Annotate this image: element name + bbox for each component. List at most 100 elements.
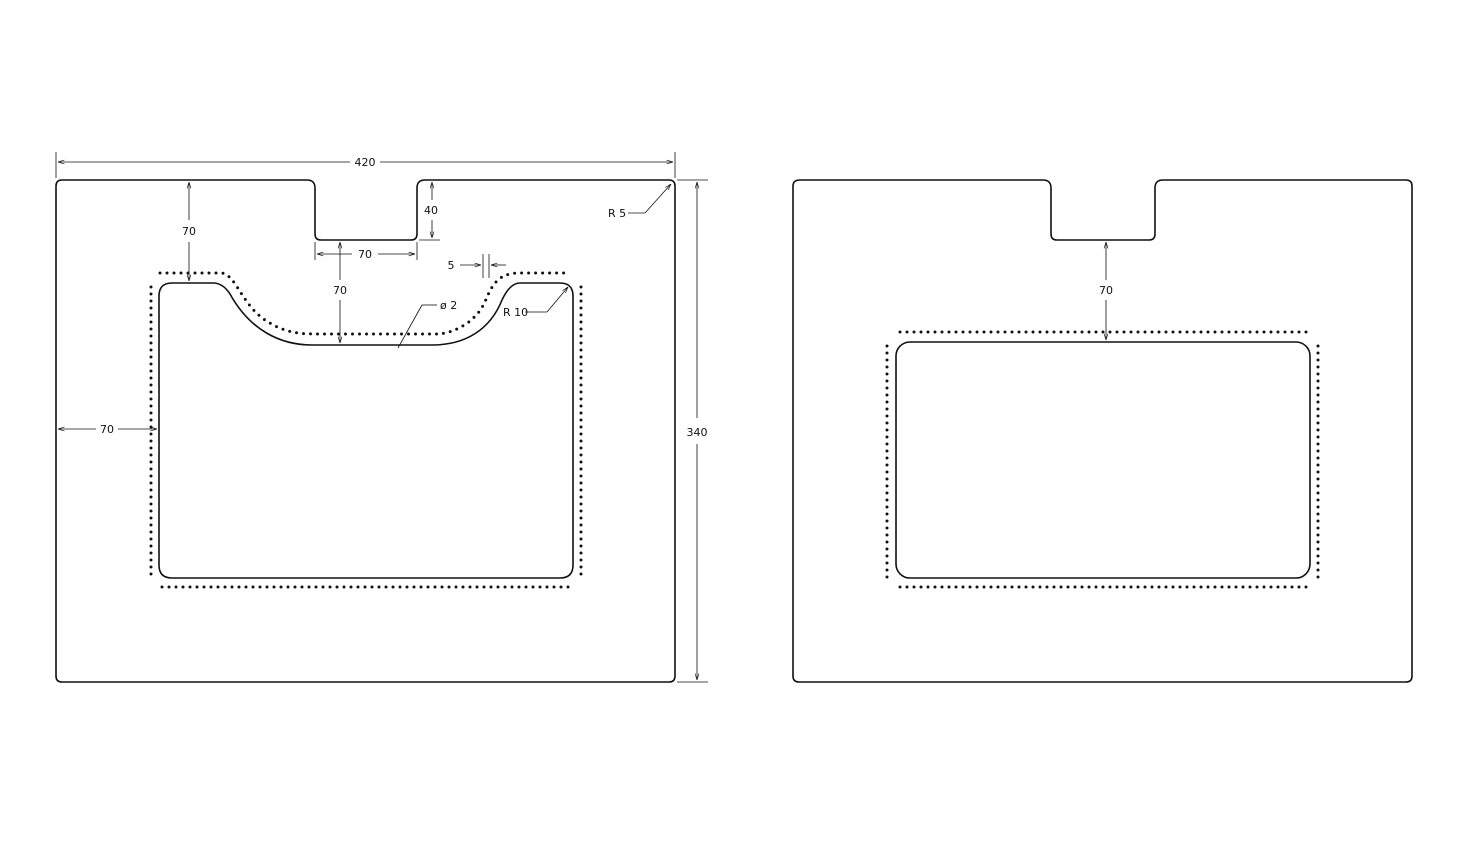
hole-dot [1316,400,1320,404]
hole-dot [579,446,583,450]
hole-dot [477,310,481,314]
hole-dot [579,509,583,513]
hole-dot [919,585,923,589]
hole-dot [885,568,889,572]
hole-dot [524,585,528,589]
hole-dot [885,463,889,467]
hole-dot [149,565,153,569]
hole-dot [1304,330,1308,334]
hole-dot [149,327,153,331]
hole-dot [1164,585,1168,589]
hole-dot [1248,585,1252,589]
hole-dot [227,275,231,279]
hole-dot [1206,585,1210,589]
hole-dot [579,292,583,296]
hole-dot [149,439,153,443]
hole-dot [323,332,326,336]
hole-dot [1052,585,1056,589]
hole-dot [1150,585,1154,589]
hole-dot [912,585,916,589]
hole-dot [314,585,318,589]
hole-dot [579,460,583,464]
hole-dot [1234,330,1238,334]
hole-dot [398,585,402,589]
hole-dot [975,330,979,334]
hole-dot [257,313,261,317]
hole-dot [559,585,563,589]
hole-dot [200,271,204,275]
hole-dot [579,355,583,359]
hole-dot [279,585,283,589]
hole-dot [1052,330,1056,334]
hole-dot [579,299,583,303]
dim-outer-radius: R 5 [608,184,671,220]
hole-dot [149,495,153,499]
hole-dot [506,273,510,277]
hole-dot [158,271,162,275]
hole-dot [149,341,153,345]
right-panel-outline [792,179,1413,683]
hole-dot [1262,585,1266,589]
hole-dot [252,308,256,312]
hole-dot [1290,330,1294,334]
hole-dot [467,320,471,324]
hole-dot [1283,330,1287,334]
hole-dot [1316,505,1320,509]
hole-dot [579,432,583,436]
hole-dot [307,585,311,589]
hole-dot [149,551,153,555]
hole-dot [1157,330,1161,334]
hole-dot [579,495,583,499]
hole-dot [1003,330,1007,334]
dim-overall-width-label: 420 [355,156,376,169]
hole-dot [472,315,476,319]
hole-dot [1094,330,1098,334]
left-view: 420 340 40 70 70 [55,152,708,683]
hole-dot [419,585,423,589]
hole-dot [885,358,889,362]
hole-dot [579,502,583,506]
hole-dot [321,585,325,589]
hole-dot [1010,330,1014,334]
dim-hole-diameter: ø 2 [397,299,457,349]
right-cutout-outline [895,341,1311,579]
hole-dot [468,585,472,589]
hole-dot [968,330,972,334]
hole-dot [149,467,153,471]
hole-dot [295,331,298,335]
left-cutout-outline [158,282,574,579]
hole-dot [149,376,153,380]
hole-dot [1227,330,1231,334]
hole-dot [293,585,297,589]
hole-dot [534,271,538,275]
hole-dot [954,585,958,589]
hole-dot [1234,585,1238,589]
hole-dot [1316,540,1320,544]
hole-dot [905,585,909,589]
hole-dot [555,271,559,275]
hole-dot [1164,330,1168,334]
hole-dot [885,533,889,537]
hole-dot [1220,330,1224,334]
hole-dot [1101,330,1105,334]
hole-dot [1150,330,1154,334]
hole-dot [412,585,416,589]
hole-dot [1316,526,1320,530]
hole-dot [207,271,211,275]
hole-dot [149,404,153,408]
hole-dot [579,313,583,317]
hole-dot [885,400,889,404]
dim-inner-radius-label: R 10 [503,306,528,319]
hole-dot [1178,330,1182,334]
hole-dot [1045,330,1049,334]
hole-dot [195,585,199,589]
hole-dot [926,585,930,589]
hole-dot [393,332,396,336]
hole-dot [216,585,220,589]
hole-dot [441,331,445,335]
hole-dot [520,271,524,275]
hole-dot [487,292,490,296]
dim-overall-width: 420 [55,152,676,178]
hole-dot [302,332,305,336]
